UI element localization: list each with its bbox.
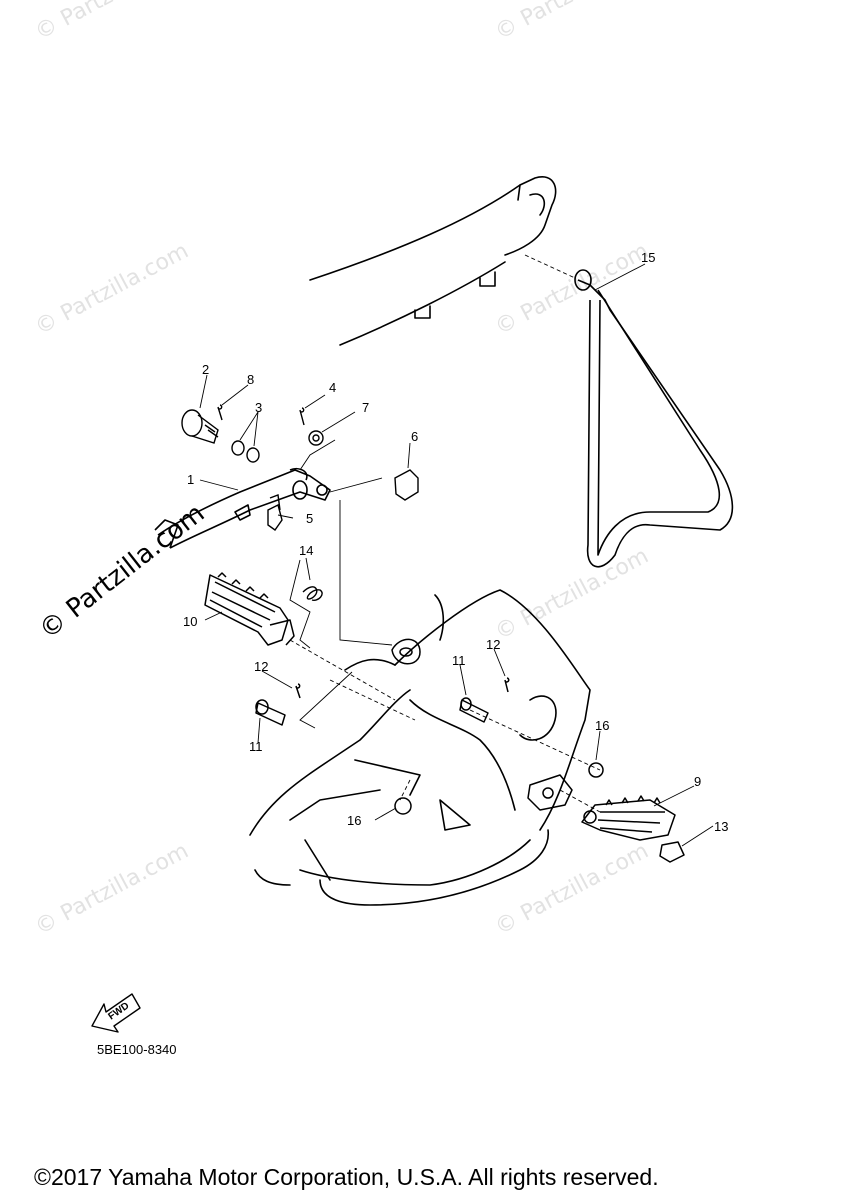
left-footrest-part-10 [204,572,295,646]
callout-1: 1 [187,472,194,487]
brake-pedal-part-1 [154,467,331,549]
leader-lines [199,263,714,847]
callout-12: 12 [486,637,500,652]
callout-4: 4 [329,380,336,395]
right-footrest-part-9 [255,638,685,863]
watermark-text: © Partzilla.com [491,0,653,45]
callout-15: 15 [641,250,655,265]
callout-14: 14 [299,543,313,558]
callout-labels: 2 8 3 4 7 6 1 5 14 10 12 11 11 12 15 16 … [183,250,728,834]
callout-11: 11 [452,653,466,668]
watermark-text: © Partzilla.com [31,839,193,941]
callout-9: 9 [694,774,701,789]
callout-11: 11 [249,739,263,754]
assembly-lines [289,254,601,813]
part-code: 5BE100-8340 [97,1042,177,1057]
frame-outline [249,176,591,906]
watermark-text: © Partzilla.com [31,0,193,45]
watermark-text: © Partzilla.com [491,839,653,941]
callout-13: 13 [714,819,728,834]
callout-5: 5 [306,511,313,526]
callout-12: 12 [254,659,268,674]
small-hardware [181,404,419,602]
watermark-group: © Partzilla.com © Partzilla.com © Partzi… [31,0,653,940]
callout-16: 16 [347,813,361,828]
callout-7: 7 [362,400,369,415]
watermark-text: © Partzilla.com [491,239,653,341]
watermark-text: © Partzilla.com [31,239,193,341]
watermark-text: © Partzilla.com [491,544,653,646]
callout-3: 3 [255,400,262,415]
stand-part-15 [574,269,734,568]
callout-2: 2 [202,362,209,377]
fwd-arrow-icon: FWD [91,993,141,1033]
callout-16: 16 [595,718,609,733]
callout-6: 6 [411,429,418,444]
callout-8: 8 [247,372,254,387]
copyright-notice: ©2017 Yamaha Motor Corporation, U.S.A. A… [34,1164,659,1190]
callout-10: 10 [183,614,197,629]
